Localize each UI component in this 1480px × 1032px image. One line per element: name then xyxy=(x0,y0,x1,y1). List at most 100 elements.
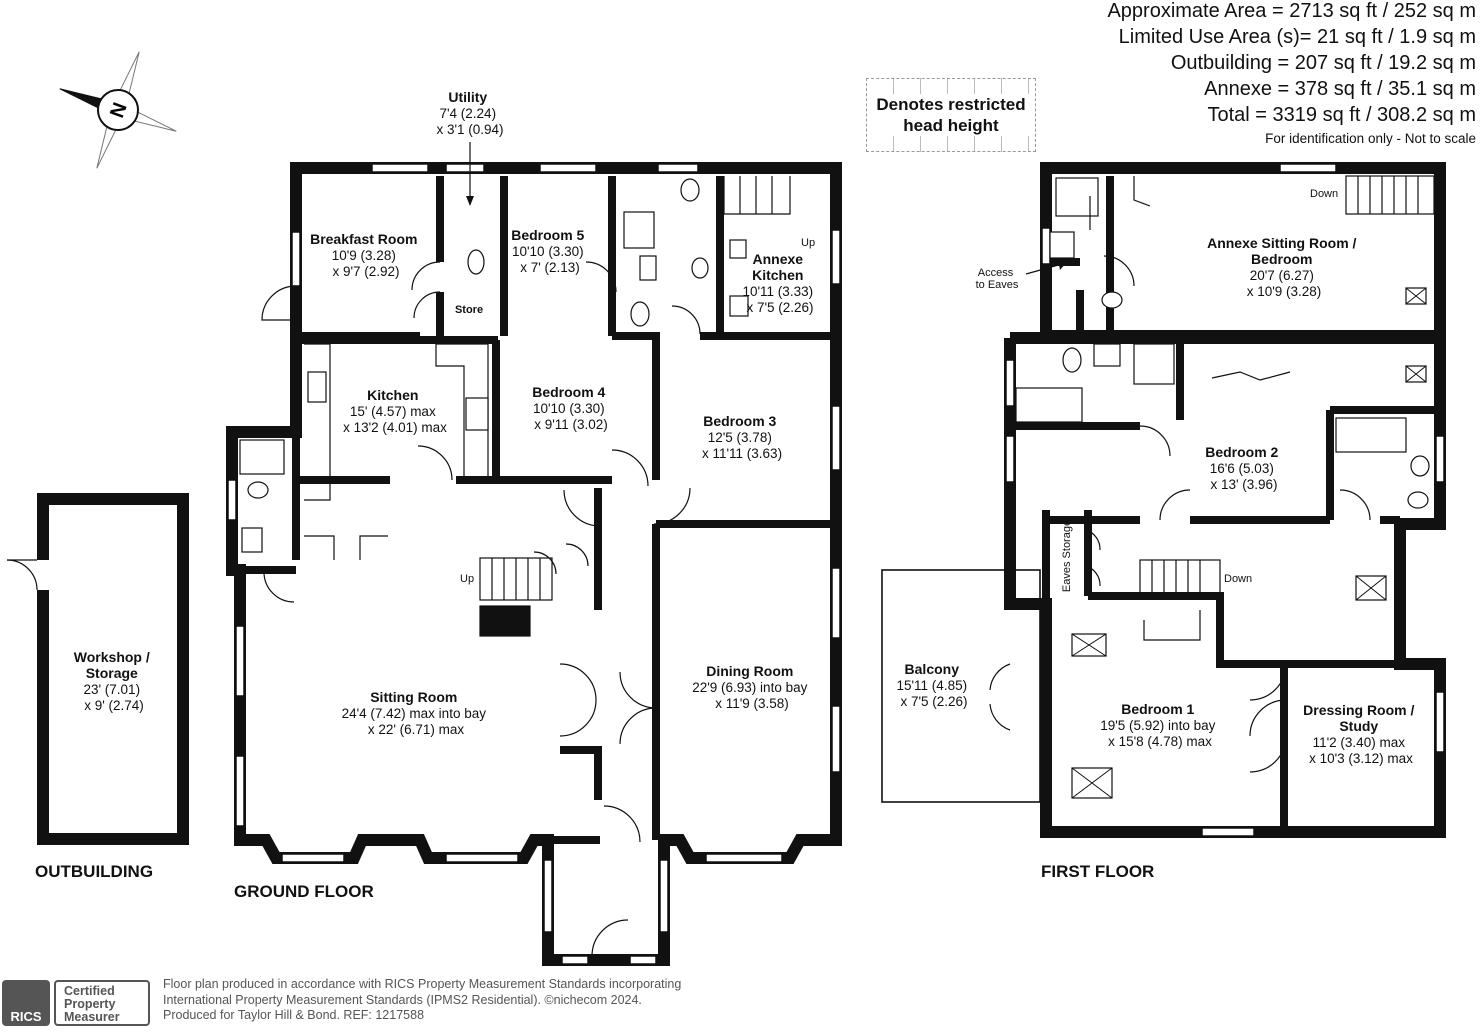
dressing-name2: Study xyxy=(1339,718,1378,734)
restricted-head-height-legend: Denotes restricted head height xyxy=(866,78,1036,152)
footer-line3: Produced for Taylor Hill & Bond. REF: 12… xyxy=(163,1008,425,1022)
kitchen-name: Kitchen xyxy=(367,387,418,403)
kitchen-dim2: x 13'2 (4.01) max xyxy=(343,420,447,435)
breakfast-name: Breakfast Room xyxy=(310,231,417,247)
total-area: Total = 3319 sq ft / 308.2 sq m xyxy=(1207,104,1477,126)
dressing-dim2: x 10'3 (3.12) max xyxy=(1309,751,1413,766)
workshop-name1: Workshop / xyxy=(74,649,150,665)
ground-floor-plan xyxy=(226,142,842,966)
down-first-label: Down xyxy=(1224,573,1252,585)
room-dressing: Dressing Room / Study 11'2 (3.40) max x … xyxy=(1303,702,1419,766)
bedroom5-dim1: 10'10 (3.30) xyxy=(512,244,584,259)
ground-floor-title: GROUND FLOOR xyxy=(234,882,374,901)
footer-line1: Floor plan produced in accordance with R… xyxy=(163,977,682,991)
room-annexe-kitchen: Annexe Kitchen 10'11 (3.33) x 7'5 (2.26) xyxy=(742,251,817,315)
bedroom2-dim1: 16'6 (5.03) xyxy=(1210,461,1274,476)
room-labels: Utility 7'4 (2.24) x 3'1 (0.94) Breakfas… xyxy=(74,89,1419,766)
room-balcony: Balcony 15'11 (4.85) x 7'5 (2.26) xyxy=(896,661,971,709)
access-eaves-line1: Access xyxy=(978,267,1014,279)
annexe-area: Annexe = 378 sq ft / 35.1 sq m xyxy=(1204,78,1476,100)
room-bedroom4: Bedroom 4 10'10 (3.30) x 9'11 (3.02) xyxy=(532,384,610,432)
room-bedroom5: Bedroom 5 10'10 (3.30) x 7' (2.13) xyxy=(511,227,589,275)
bedroom3-dim1: 12'5 (3.78) xyxy=(708,430,772,445)
dressing-dim1: 11'2 (3.40) max xyxy=(1313,735,1406,750)
bedroom1-dim2: x 15'8 (4.78) max xyxy=(1108,734,1212,749)
approximate-area: Approximate Area = 2713 sq ft / 252 sq m xyxy=(1107,0,1476,22)
sitting-dim1: 24'4 (7.42) max into bay xyxy=(342,706,487,721)
bedroom2-name: Bedroom 2 xyxy=(1205,444,1278,460)
access-eaves-line2: to Eaves xyxy=(976,279,1019,291)
room-annexe-sitting: Annexe Sitting Room / Bedroom 20'7 (6.27… xyxy=(1207,235,1361,299)
room-bedroom3: Bedroom 3 12'5 (3.78) x 11'11 (3.63) xyxy=(702,413,782,461)
annexe-sitting-dim1: 20'7 (6.27) xyxy=(1250,268,1314,283)
workshop-dim2: x 9' (2.74) xyxy=(84,698,144,713)
bedroom5-dim2: x 7' (2.13) xyxy=(520,260,580,275)
bedroom2-dim2: x 13' (3.96) xyxy=(1210,477,1277,492)
down-annexe-label: Down xyxy=(1310,188,1338,200)
small-labels: Store Up Up Down Down Access to Eaves Ea… xyxy=(455,188,1338,592)
bedroom5-name: Bedroom 5 xyxy=(511,227,584,243)
bedroom3-name: Bedroom 3 xyxy=(703,413,776,429)
annexe-kitchen-dim2: x 7'5 (2.26) xyxy=(746,300,813,315)
limited-use-area: Limited Use Area (s)= 21 sq ft / 1.9 sq … xyxy=(1118,26,1476,48)
certified-line3: Measurer xyxy=(64,1010,120,1024)
annexe-kitchen-name2: Kitchen xyxy=(752,267,803,283)
balcony-dim2: x 7'5 (2.26) xyxy=(900,694,967,709)
room-kitchen: Kitchen 15' (4.57) max x 13'2 (4.01) max xyxy=(343,387,447,435)
bedroom3-dim2: x 11'11 (3.63) xyxy=(702,446,782,461)
breakfast-dim2: x 9'7 (2.92) xyxy=(332,264,399,279)
footer-line2: International Property Measurement Stand… xyxy=(163,992,642,1007)
up-annexe-label: Up xyxy=(801,237,815,249)
utility-dim2: x 3'1 (0.94) xyxy=(436,122,503,137)
compass-icon: N xyxy=(59,51,177,169)
dining-name: Dining Room xyxy=(706,663,793,679)
dressing-name1: Dressing Room / xyxy=(1303,702,1414,718)
sitting-dim2: x 22' (6.71) max xyxy=(368,722,465,737)
access-eaves-label: Access to Eaves xyxy=(976,267,1019,291)
area-summary: Approximate Area = 2713 sq ft / 252 sq m… xyxy=(1107,0,1476,148)
certified-line1: Certified xyxy=(64,984,115,998)
bedroom4-dim1: 10'10 (3.30) xyxy=(533,401,605,416)
bedroom4-name: Bedroom 4 xyxy=(532,384,605,400)
rics-logo-text: RICS xyxy=(10,1009,42,1024)
dining-dim1: 22'9 (6.93) into bay xyxy=(692,680,807,695)
bedroom1-dim1: 19'5 (5.92) into bay xyxy=(1100,718,1215,733)
dining-dim2: x 11'9 (3.58) xyxy=(715,696,789,711)
room-bedroom1: Bedroom 1 19'5 (5.92) into bay x 15'8 (4… xyxy=(1100,701,1220,749)
outbuilding-area: Outbuilding = 207 sq ft / 19.2 sq m xyxy=(1170,52,1476,74)
annexe-sitting-name2: Bedroom xyxy=(1251,251,1312,267)
utility-name: Utility xyxy=(448,89,487,105)
up-ground-label: Up xyxy=(460,573,474,585)
outbuilding-plan xyxy=(6,493,189,845)
annexe-sitting-name1: Annexe Sitting Room / xyxy=(1207,235,1356,251)
certified-measurer-box: Certified Property Measurer xyxy=(54,980,150,1026)
annexe-sitting-dim2: x 10'9 (3.28) xyxy=(1247,284,1322,299)
kitchen-dim1: 15' (4.57) max xyxy=(350,404,436,419)
room-workshop: Workshop / Storage 23' (7.01) x 9' (2.74… xyxy=(74,649,154,713)
rics-badge: RICS Certified Property Measurer xyxy=(0,978,154,1028)
footer-text: Floor plan produced in accordance with R… xyxy=(163,977,681,1024)
compass-letter: N xyxy=(106,100,132,121)
annexe-kitchen-dim1: 10'11 (3.33) xyxy=(742,284,813,299)
utility-dim1: 7'4 (2.24) xyxy=(439,106,496,121)
first-floor-plan xyxy=(881,162,1446,838)
outbuilding-title: OUTBUILDING xyxy=(35,862,153,881)
sitting-name: Sitting Room xyxy=(370,689,457,705)
certified-line2: Property xyxy=(64,997,116,1011)
room-dining: Dining Room 22'9 (6.93) into bay x 11'9 … xyxy=(692,663,812,711)
room-utility: Utility 7'4 (2.24) x 3'1 (0.94) xyxy=(436,89,503,137)
store-label: Store xyxy=(455,304,483,316)
balcony-name: Balcony xyxy=(905,661,960,677)
restricted-legend-text: Denotes restricted head height xyxy=(867,94,1035,136)
rics-logo-icon: RICS xyxy=(2,980,50,1026)
workshop-dim1: 23' (7.01) xyxy=(83,682,140,697)
room-breakfast: Breakfast Room 10'9 (3.28) x 9'7 (2.92) xyxy=(310,231,422,279)
workshop-name2: Storage xyxy=(86,665,138,681)
bedroom1-name: Bedroom 1 xyxy=(1121,701,1194,717)
breakfast-dim1: 10'9 (3.28) xyxy=(332,248,396,263)
balcony-dim1: 15'11 (4.85) xyxy=(896,678,967,693)
scale-note: For identification only - Not to scale xyxy=(1265,131,1476,146)
eaves-storage-label: Eaves Storage xyxy=(1061,520,1073,592)
annexe-kitchen-name1: Annexe xyxy=(752,251,803,267)
